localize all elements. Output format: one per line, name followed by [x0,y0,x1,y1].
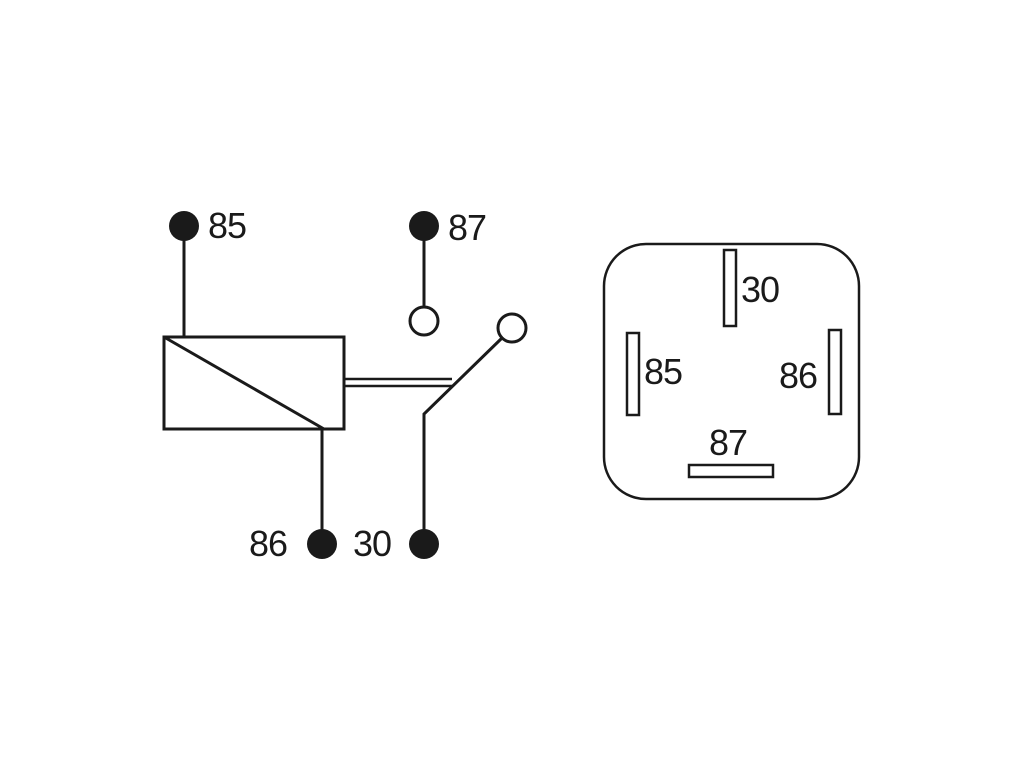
pin-30-blade [722,248,738,328]
terminal-30-dot [409,529,439,559]
terminal-85-label: 85 [208,205,246,246]
pin-87-blade [687,463,775,479]
relay-body-outline [602,242,861,501]
contact-87-open [408,305,440,337]
pin-30-label: 30 [741,269,779,310]
pin-85-label: 85 [644,351,682,392]
terminal-86-label: 86 [249,523,287,564]
relay-pinout: 30 85 86 87 [602,242,861,501]
pin-87-label: 87 [709,422,747,463]
coil-diagonal [163,335,325,431]
pin-85-blade [625,331,641,417]
pin-86-label: 86 [779,355,817,396]
switch-contact-open [496,312,528,344]
terminal-86-dot [307,529,337,559]
coil-box [162,335,346,431]
pin-86-blade [827,328,843,416]
terminal-87-label: 87 [448,207,486,248]
switch-arm [422,336,504,544]
relay-schematic: 85 86 87 30 [162,205,528,564]
terminal-30-label: 30 [353,523,391,564]
